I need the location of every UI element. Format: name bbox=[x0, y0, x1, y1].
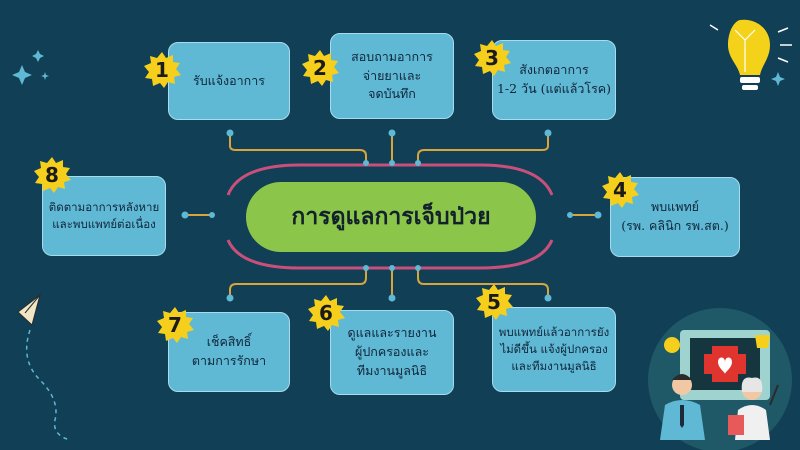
scribble-circle-icon bbox=[157, 307, 194, 343]
connector-dot-4 bbox=[594, 211, 602, 219]
connector-dot-8 bbox=[181, 211, 189, 219]
scribble-circle-icon bbox=[34, 157, 71, 193]
step-number-5: 5 bbox=[487, 290, 501, 314]
connector-dot-3 bbox=[544, 129, 552, 137]
step-7-line-1: เช็คสิทธิ์ bbox=[206, 334, 252, 350]
step-number-1: 1 bbox=[155, 58, 169, 82]
connector-end-5 bbox=[415, 265, 421, 271]
paper-plane-icon bbox=[17, 293, 71, 441]
step-4-line-1: พบแพทย์ bbox=[650, 199, 700, 215]
step-2-line-1: สอบถามอาการ bbox=[351, 48, 433, 64]
step-number-6: 6 bbox=[319, 301, 333, 325]
connector-end-1 bbox=[363, 160, 369, 166]
hospital-illustration bbox=[648, 308, 792, 450]
step-7-line-2: ตามการรักษา bbox=[191, 353, 267, 368]
step-number-4: 4 bbox=[613, 178, 627, 202]
connector-end-6 bbox=[389, 265, 395, 271]
step-box-6: ดูแลและรายงาน ผู้ปกครองและ ทีมงานมูลนิธิ bbox=[330, 310, 454, 395]
connector-7 bbox=[229, 268, 367, 298]
sparkle-icon-right bbox=[771, 72, 785, 86]
step-badge-1: 1 bbox=[142, 50, 182, 90]
step-1-line-1: รับแจ้งอาการ bbox=[193, 72, 265, 88]
connector-end-8 bbox=[209, 212, 215, 218]
step-badge-5: 5 bbox=[474, 282, 514, 322]
step-badge-7: 7 bbox=[155, 305, 195, 345]
step-box-8: ติดตามอาการหลังหาย และพบแพทย์ต่อเนื่อง bbox=[42, 176, 166, 256]
step-8-line-2: และพบแพทย์ต่อเนื่อง bbox=[52, 217, 156, 231]
step-8-line-1: ติดตามอาการหลังหาย bbox=[48, 199, 160, 214]
step-badge-4: 4 bbox=[600, 170, 640, 210]
step-box-3: สังเกตอาการ 1-2 วัน (แต่แล้วโรค) bbox=[492, 40, 616, 120]
step-5-line-1: พบแพทย์แล้วอาการยัง bbox=[498, 324, 610, 339]
step-6-line-1: ดูแลและรายงาน bbox=[347, 325, 437, 341]
scribble-circle-icon bbox=[602, 172, 639, 208]
step-5-line-3: และทีมงานมูลนิธิ bbox=[511, 359, 597, 374]
step-badge-3: 3 bbox=[472, 38, 512, 78]
step-box-1: รับแจ้งอาการ bbox=[168, 42, 290, 120]
connector-end-3 bbox=[415, 160, 421, 166]
step-6-line-2: ผู้ปกครองและ bbox=[355, 344, 429, 360]
step-number-3: 3 bbox=[485, 46, 499, 70]
scribble-circle-icon bbox=[144, 52, 181, 88]
step-badge-6: 6 bbox=[306, 293, 346, 333]
connector-1 bbox=[229, 133, 367, 163]
step-3-line-2: 1-2 วัน (แต่แล้วโรค) bbox=[496, 81, 612, 96]
connector-end-4 bbox=[567, 212, 573, 218]
step-number-7: 7 bbox=[168, 313, 182, 337]
step-4-line-2: (รพ. คลินิก รพ.สต.) bbox=[621, 218, 729, 233]
lightbulb-icon bbox=[709, 19, 792, 90]
step-6-line-3: ทีมงานมูลนิธิ bbox=[356, 362, 428, 378]
connector-end-7 bbox=[363, 265, 369, 271]
step-2-line-2: จ่ายยาและ bbox=[362, 67, 422, 83]
connector-dot-1 bbox=[226, 129, 234, 137]
connector-dot-2 bbox=[388, 129, 396, 137]
step-5-line-2: ไม่ดีขึ้น แจ้งผู้ปกครอง bbox=[500, 341, 608, 356]
step-3-line-1: สังเกตอาการ bbox=[519, 62, 589, 78]
scribble-circle-icon bbox=[302, 50, 339, 86]
connector-end-2 bbox=[389, 160, 395, 166]
connector-dot-6 bbox=[388, 294, 396, 302]
connector-dot-7 bbox=[226, 294, 234, 302]
step-badge-2: 2 bbox=[300, 48, 340, 88]
scribble-circle-icon bbox=[308, 295, 345, 331]
step-2-line-3: จดบันทึก bbox=[368, 86, 416, 102]
step-box-5: พบแพทย์แล้วอาการยัง ไม่ดีขึ้น แจ้งผู้ปกค… bbox=[492, 307, 616, 392]
center-title: การดูแลการเจ็บป่วย bbox=[246, 182, 536, 252]
step-badge-8: 8 bbox=[32, 155, 72, 195]
connector-5 bbox=[417, 268, 549, 298]
scribble-circle-icon bbox=[474, 40, 511, 76]
step-box-2: สอบถามอาการ จ่ายยาและ จดบันทึก bbox=[330, 33, 454, 119]
step-number-8: 8 bbox=[45, 163, 59, 187]
scribble-circle-icon bbox=[476, 284, 513, 320]
sparkle-icon bbox=[12, 50, 49, 85]
step-number-2: 2 bbox=[313, 56, 327, 80]
connector-3 bbox=[417, 133, 549, 163]
connector-dot-5 bbox=[544, 294, 552, 302]
